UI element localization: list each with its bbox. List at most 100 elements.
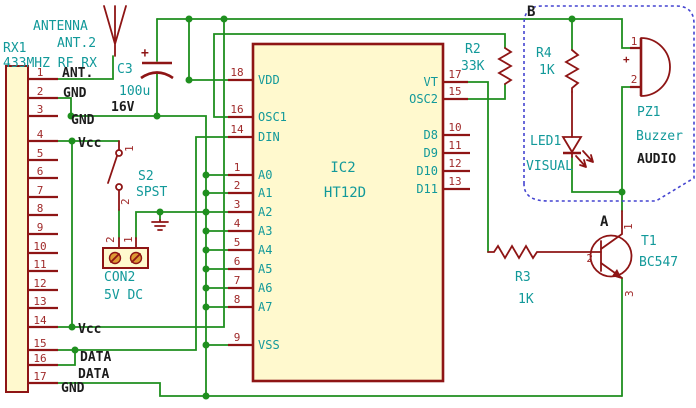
rx-pin-number: 15 (33, 337, 46, 350)
antenna-name: ANTENNA (33, 19, 88, 34)
rx-pin-number: 5 (37, 147, 44, 160)
t1-base-number: 2 (586, 252, 593, 265)
led1-symbol: LED1 VISUAL (526, 91, 594, 174)
net-label-a: A (600, 214, 609, 230)
ic2-pin-number: 17 (448, 68, 461, 81)
ic2-pin-number: 1 (234, 161, 241, 174)
net-label-b: B (527, 4, 535, 20)
rx-pin-label-ant: ANT. (62, 66, 93, 81)
t1-collector-number: 1 (622, 223, 635, 230)
t1-emitter-number: 3 (623, 290, 636, 297)
ic2-pin-number: 11 (448, 139, 461, 152)
rx-pin-number: 8 (37, 202, 44, 215)
pz1-audio-label: AUDIO (637, 152, 676, 167)
ic2-pin-name: A1 (258, 186, 272, 200)
ic2-pin-name: A6 (258, 281, 272, 295)
con2-pin2-number: 2 (104, 236, 117, 243)
rx-pin-number: 14 (33, 314, 47, 327)
r3-value: 1K (518, 292, 534, 307)
ic2-pin-name: OSC2 (409, 92, 438, 106)
c3-voltage: 16V (111, 100, 135, 115)
ic2-pin-number: 15 (448, 85, 461, 98)
s2-pin1-number: 1 (123, 145, 136, 152)
ic2-pin-number: 16 (230, 103, 243, 116)
ic2-pin-name: A3 (258, 224, 272, 238)
r2-ref: R2 (465, 42, 481, 57)
con2-ref: CON2 (104, 270, 135, 285)
wires (57, 18, 633, 397)
ic2-pin-number: 4 (234, 217, 241, 230)
junction-dots (67, 15, 626, 400)
rx-pin-number: 1 (37, 66, 44, 79)
s2-type: SPST (136, 185, 167, 200)
s2-pin2-number: 2 (119, 198, 132, 205)
ic2-pin-name: VDD (258, 73, 280, 87)
capacitor-c3: + C3 100u 16V (111, 46, 174, 115)
rx-pin-number: 10 (33, 240, 46, 253)
rx-pin-number: 7 (37, 184, 44, 197)
resistor-r4: R4 1K (536, 46, 580, 93)
ic2-pin-number: 2 (234, 179, 241, 192)
ic2-pin-name: DIN (258, 130, 280, 144)
rx-pin-number: 11 (33, 258, 46, 271)
ic2-pin-number: 7 (234, 274, 241, 287)
ic2-pin-name: A4 (258, 243, 272, 257)
buzzer-pz1: 1 2 + PZ1 Buzzer AUDIO (623, 35, 683, 167)
rx-pin-number: 2 (37, 85, 44, 98)
r2-value: 33K (461, 59, 485, 74)
ic2-pin-number: 12 (448, 157, 461, 170)
rx-pin-number: 3 (37, 103, 44, 116)
r4-value: 1K (539, 63, 555, 78)
ic2-pin-name: A0 (258, 168, 272, 182)
r3-ref: R3 (515, 270, 531, 285)
antenna-symbol: ANTENNA ANT.2 (33, 5, 127, 57)
switch-s2: 1 2 S2 SPST (107, 140, 167, 211)
led1-label: VISUAL (526, 159, 573, 174)
ic2-pin-number: 5 (234, 236, 241, 249)
pz1-ref: PZ1 (637, 105, 660, 120)
ic2-pin-name: D10 (416, 164, 438, 178)
pz1-polarity: + (623, 53, 630, 66)
c3-polarity: + (141, 46, 149, 61)
rx-pin-label-data15: DATA (80, 350, 111, 365)
t1-ref: T1 (641, 234, 657, 249)
alert-region-outline (523, 5, 695, 202)
rx-pin-number: 17 (33, 370, 46, 383)
rx-pin-number: 4 (37, 128, 44, 141)
rx-pin-number: 9 (37, 221, 44, 234)
ic2-pin-name: A7 (258, 300, 272, 314)
rx-desc: 433MHZ RF RX (3, 56, 97, 71)
ic2-pin-number: 10 (448, 121, 461, 134)
rx-pin-label-vcc14: Vcc (78, 322, 101, 337)
ic2-pin-number: 3 (234, 198, 241, 211)
ic2-pin-name: D8 (424, 128, 438, 142)
ic2-pin-name: D11 (416, 182, 438, 196)
ic2-pin-number: 9 (234, 331, 241, 344)
rx-pin-number: 6 (37, 165, 44, 178)
rx-pin-number: 13 (33, 295, 46, 308)
rx-pin-label-gnd3: GND (71, 113, 95, 128)
rx-pin-label-data16: DATA (78, 367, 109, 382)
rx-pin-number: 16 (33, 352, 46, 365)
antenna-ref: ANT.2 (57, 36, 96, 51)
rx-pin-label-vcc4: Vcc (78, 136, 101, 151)
ic2-ht12d: IC2 HT12D 18 16 14 1 2 3 4 5 6 7 8 9 VDD… (228, 42, 470, 383)
ic2-pin-name: D9 (424, 146, 438, 160)
led1-ref: LED1 (530, 134, 561, 149)
s2-ref: S2 (138, 169, 154, 184)
ic2-pin-number: 18 (230, 66, 243, 79)
con2-pin1-number: 1 (122, 236, 135, 243)
ground-symbol (151, 219, 169, 231)
connector-con2: 2 1 CON2 5V DC (102, 236, 149, 303)
pz1-pin1-number: 1 (631, 35, 638, 48)
ic2-pin-number: 6 (234, 255, 241, 268)
ic2-part: HT12D (324, 185, 366, 201)
r4-ref: R4 (536, 46, 552, 61)
ic2-ref: IC2 (330, 160, 355, 176)
ic2-pin-name: VSS (258, 338, 280, 352)
c3-value: 100u (119, 84, 150, 99)
transistor-t1: 1 2 3 T1 BC547 (586, 210, 678, 297)
ic2-pin-name: VT (424, 75, 438, 89)
con2-value: 5V DC (104, 288, 143, 303)
